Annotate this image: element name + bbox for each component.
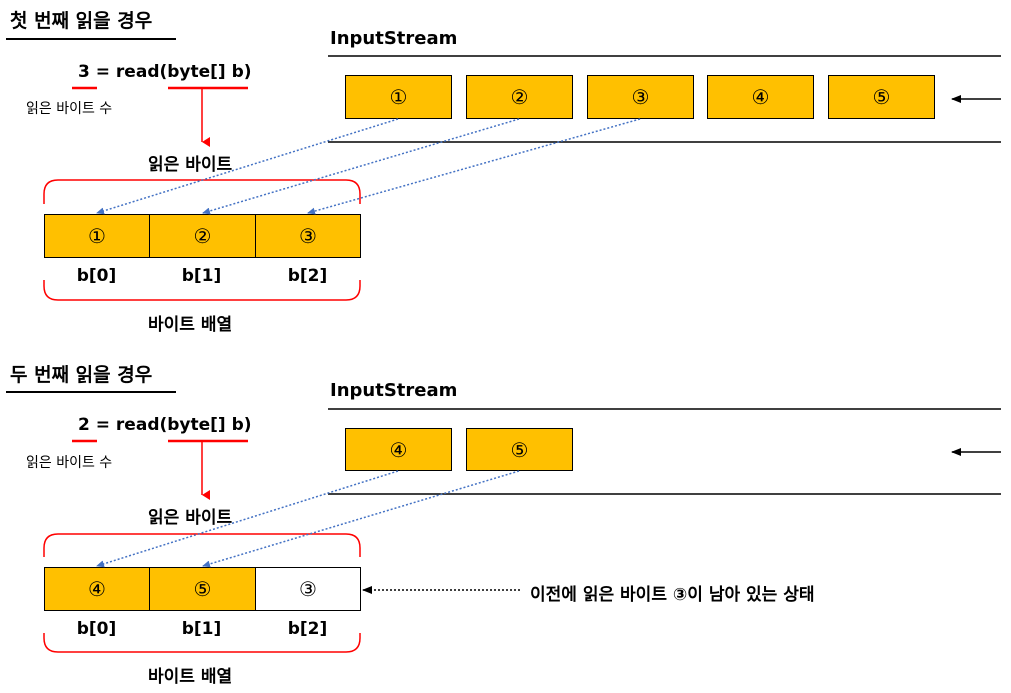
section2-top-bracket	[43, 533, 361, 557]
section1-index-0: b[0]	[76, 266, 117, 286]
section2-copy-arrow-2	[202, 470, 520, 568]
section2-array-cell-2: ③	[255, 567, 361, 611]
byte-value: ②	[510, 85, 529, 109]
byte-value: ①	[389, 85, 408, 109]
section1-stream-byte-3: ③	[587, 75, 694, 119]
cell-value: ④	[88, 577, 106, 601]
section2-read-count-label: 읽은 바이트 수	[26, 455, 113, 471]
section1-array-cell-2: ③	[255, 214, 361, 258]
section1-title: 첫 번째 읽을 경우	[10, 10, 153, 32]
cell-value: ③	[299, 224, 317, 248]
byte-value: ④	[751, 85, 770, 109]
section1-copy-arrow-1	[96, 118, 399, 215]
section1-stream-byte-4: ④	[707, 75, 814, 119]
section2-formula-count: 2	[78, 415, 90, 435]
section1-formula: 3 = read(byte[] b)	[78, 62, 252, 82]
byte-value: ⑤	[872, 85, 891, 109]
cell-value: ①	[88, 224, 106, 248]
byte-value: ⑤	[510, 437, 529, 462]
section2-copy-arrow-1	[96, 470, 399, 568]
cell-value: ③	[299, 577, 317, 601]
section1-read-count-label: 읽은 바이트 수	[26, 101, 113, 117]
section1-read-bytes-label: 읽은 바이트	[148, 155, 233, 175]
section2-stream-byte-5: ⑤	[466, 428, 573, 471]
section1-top-bracket	[43, 179, 361, 204]
section1-copy-arrow-3	[307, 118, 641, 215]
section2-index-2: b[2]	[287, 619, 328, 639]
section2-index-1: b[1]	[181, 619, 222, 639]
section2-leftover-note: 이전에 읽은 바이트 ③이 남아 있는 상태	[530, 585, 815, 605]
section1-copy-arrow-2	[202, 118, 520, 215]
section1-stream-byte-2: ②	[466, 75, 573, 119]
section2-title: 두 번째 읽을 경우	[10, 364, 153, 386]
section1-title-underline	[6, 38, 176, 40]
section2-index-0: b[0]	[76, 619, 117, 639]
section2-title-underline	[6, 391, 176, 393]
byte-value: ③	[631, 85, 650, 109]
section1-stream-label: InputStream	[330, 28, 458, 49]
section1-index-2: b[2]	[287, 266, 328, 286]
section2-bottom-bracket	[43, 633, 361, 653]
section1-formula-call: = read(byte[] b)	[95, 62, 252, 82]
section1-array-cell-0: ①	[44, 214, 150, 258]
section2-read-bytes-label: 읽은 바이트	[148, 508, 233, 528]
byte-value: ④	[389, 437, 408, 462]
section1-stream-byte-5: ⑤	[828, 75, 935, 119]
section2-formula-call: = read(byte[] b)	[95, 415, 252, 435]
section2-formula: 2 = read(byte[] b)	[78, 415, 252, 435]
section1-stream-byte-1: ①	[345, 75, 452, 119]
section2-stream-byte-4: ④	[345, 428, 452, 471]
section2-array-label: 바이트 배열	[148, 667, 233, 687]
section2-array-cell-0: ④	[44, 567, 150, 611]
section2-array-cell-1: ⑤	[149, 567, 256, 611]
section2-stream-label: InputStream	[330, 380, 458, 401]
section1-array-cell-1: ②	[149, 214, 256, 258]
section1-bottom-bracket	[43, 280, 361, 301]
section1-formula-count: 3	[78, 62, 90, 82]
cell-value: ⑤	[193, 577, 212, 601]
section1-array-label: 바이트 배열	[148, 315, 233, 335]
section1-index-1: b[1]	[181, 266, 222, 286]
cell-value: ②	[193, 224, 212, 248]
